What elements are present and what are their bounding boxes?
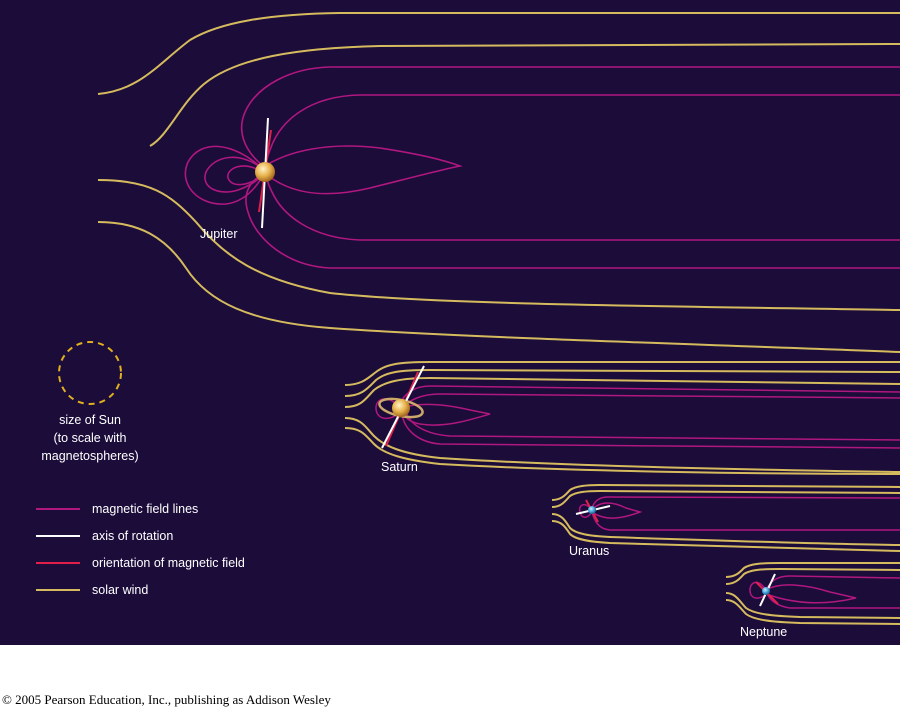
uranus-solar-wind (551, 483, 900, 552)
jupiter-solar-wind (97, 12, 900, 353)
legend-label-solar-wind: solar wind (92, 583, 148, 597)
copyright-notice: © 2005 Pearson Education, Inc., publishi… (2, 692, 331, 707)
saturn-label: Saturn (381, 460, 418, 474)
jupiter-planet (255, 162, 275, 182)
sun-scale-line-2: (to scale with (54, 431, 127, 445)
magnetosphere-diagram: Jupiter Saturn (0, 0, 900, 645)
neptune-label: Neptune (740, 625, 787, 639)
neptune-planet (762, 587, 770, 595)
legend-item-solar-wind: solar wind (36, 583, 148, 597)
legend-label-field-lines: magnetic field lines (92, 502, 198, 516)
saturn-magnetosphere: Saturn (344, 361, 900, 475)
uranus-label: Uranus (569, 544, 609, 558)
legend-item-orientation: orientation of magnetic field (36, 556, 245, 570)
neptune-solar-wind (725, 562, 900, 625)
jupiter-magnetosphere: Jupiter (97, 12, 900, 353)
sun-scale-line-3: magnetospheres) (41, 449, 138, 463)
sun-scale: size of Sun (to scale with magnetosphere… (41, 341, 139, 463)
legend: magnetic field lines axis of rotation or… (36, 502, 245, 597)
saturn-planet (392, 399, 410, 417)
legend-item-field-lines: magnetic field lines (36, 502, 198, 516)
legend-item-axis: axis of rotation (36, 529, 173, 543)
sun-scale-circle (58, 341, 122, 405)
diagram-background (0, 0, 900, 645)
uranus-planet (588, 506, 596, 514)
uranus-magnetosphere: Uranus (551, 483, 900, 558)
sun-scale-line-1: size of Sun (59, 413, 121, 427)
legend-label-axis: axis of rotation (92, 529, 173, 543)
neptune-magnetosphere: Neptune (725, 562, 900, 639)
jupiter-label: Jupiter (200, 227, 238, 241)
legend-label-orientation: orientation of magnetic field (92, 556, 245, 570)
